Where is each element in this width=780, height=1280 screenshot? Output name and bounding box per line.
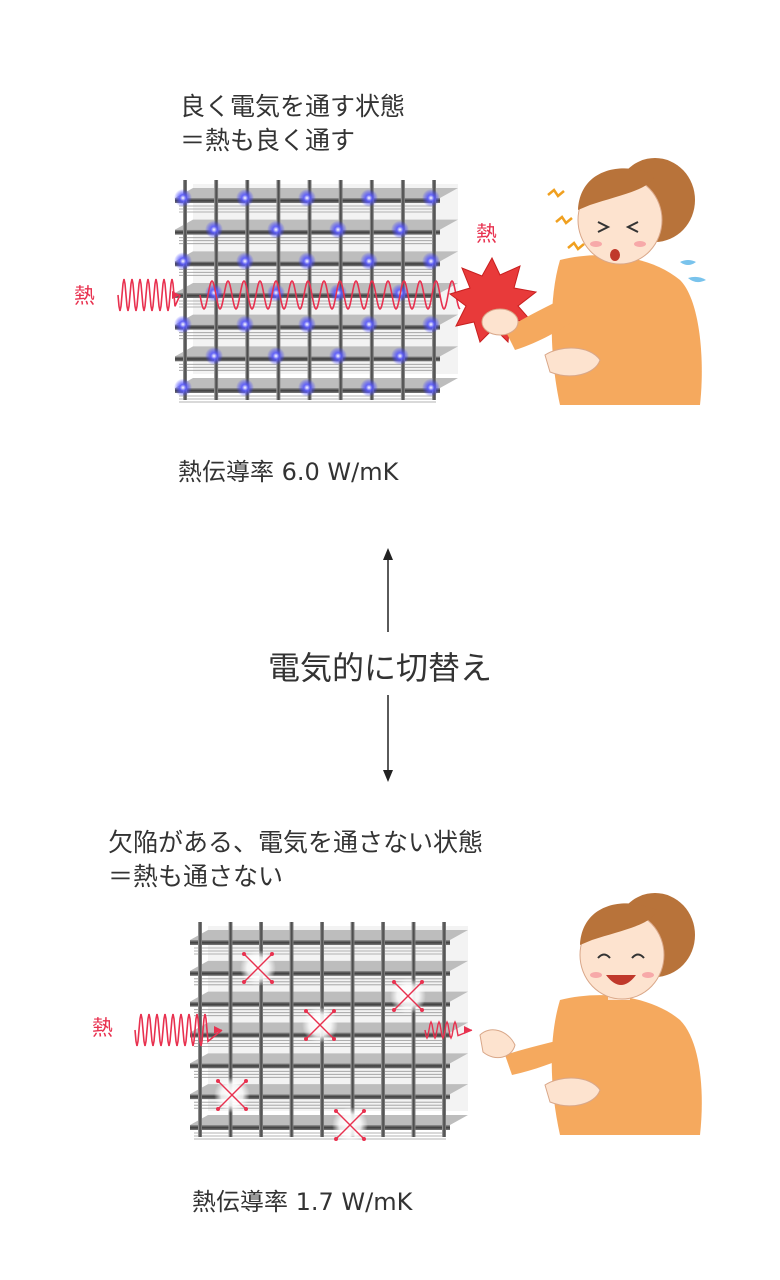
electron-glow [298, 252, 316, 271]
electron-glow [422, 378, 440, 397]
electron-glow [298, 315, 316, 334]
lattice-defects [214, 950, 426, 1143]
electron-glow [236, 378, 254, 397]
defect-scatter-arrow [217, 1094, 233, 1110]
electron-glow [329, 220, 347, 239]
defect-scatter-arrow [257, 967, 273, 983]
defect-scatter-arrow [305, 1024, 321, 1040]
defect-scatter-arrow [393, 995, 409, 1011]
lattice-bar-vertical [350, 922, 355, 1137]
electron-glow [236, 315, 254, 334]
electron-glow [267, 220, 285, 239]
electron-glow [236, 252, 254, 271]
defect-scatter-arrow [319, 1010, 335, 1026]
electron-glow [360, 315, 378, 334]
defect-scatter-arrow [349, 1110, 365, 1126]
switch-label: 電気的に切替え [268, 649, 493, 687]
top-caption-line1: 良く電気を通す状態 [180, 92, 406, 121]
defect-scatter-arrow [231, 1080, 247, 1096]
lattice-bar-vertical [369, 180, 374, 400]
electron-glow [205, 347, 223, 365]
lattice-bar-vertical [259, 922, 263, 1137]
electron-glow [174, 315, 192, 334]
lattice-bar-vertical [289, 922, 294, 1137]
electron-glow [360, 252, 378, 271]
electron-glow [267, 347, 285, 365]
top-electron-glows [174, 189, 440, 397]
defect-scatter-arrow [407, 995, 423, 1011]
defect-scatter-arrow [243, 953, 259, 969]
electron-glow [360, 378, 378, 397]
electron-glow [360, 189, 378, 207]
lattice-bar-vertical [183, 180, 187, 400]
lattice-bar-vertical [307, 180, 312, 400]
person-in-pain [481, 158, 706, 405]
electron-glow [236, 189, 254, 207]
person-happy [479, 893, 702, 1135]
bottom-caption-line2: ＝熱も通さない [108, 862, 284, 891]
defect-scatter-arrow [335, 1124, 351, 1140]
lattice-bar-vertical [442, 922, 446, 1137]
electron-glow [205, 220, 223, 239]
top-heat-arrowhead [172, 291, 180, 299]
electron-glow [298, 189, 316, 207]
electron-glow [329, 347, 347, 365]
electron-glow [422, 315, 440, 334]
defect-scatter-arrow [231, 1094, 247, 1110]
top-conductivity-label: 熱伝導率 6.0 W/mK [178, 458, 399, 486]
bottom-heat-label-left: 熱 [92, 1016, 113, 1040]
defect-scatter-arrow [257, 953, 273, 969]
defect-scatter-arrow [217, 1080, 233, 1096]
defect-scatter-arrow [407, 981, 423, 997]
bottom-caption-line1: 欠陥がある、電気を通さない状態 [108, 828, 484, 857]
defect-scatter-arrow [305, 1010, 321, 1026]
lattice-bar-vertical [381, 922, 385, 1137]
bottom-conductivity-label: 熱伝導率 1.7 W/mK [192, 1188, 413, 1216]
lattice-bar-vertical [411, 922, 416, 1137]
top-heat-label-left: 熱 [74, 284, 95, 308]
defect-scatter-arrow [335, 1110, 351, 1126]
electron-glow [174, 252, 192, 271]
lattice-bar-vertical [228, 922, 233, 1137]
arrow-up-icon [383, 548, 393, 560]
electron-glow [422, 252, 440, 271]
arrow-down-icon [383, 770, 393, 782]
electron-glow [422, 189, 440, 207]
lattice-bar-vertical [198, 922, 202, 1137]
lattice-bar-vertical [432, 180, 436, 400]
electron-glow [267, 283, 285, 302]
bottom-heat-wave [134, 1013, 473, 1047]
top-heat-wave [117, 278, 461, 312]
defect-scatter-arrow [393, 981, 409, 997]
electron-glow [391, 220, 409, 239]
electron-glow [174, 378, 192, 397]
shirt [551, 255, 702, 405]
electron-glow [298, 378, 316, 397]
electron-glow [391, 347, 409, 365]
top-heat-label-right: 熱 [476, 222, 497, 246]
switch-arrow [383, 548, 393, 782]
defect-scatter-arrow [349, 1124, 365, 1140]
top-caption-line2: ＝熱も良く通す [180, 126, 356, 155]
electron-glow [174, 189, 192, 207]
defect-scatter-arrow [319, 1024, 335, 1040]
defect-scatter-arrow [243, 967, 259, 983]
